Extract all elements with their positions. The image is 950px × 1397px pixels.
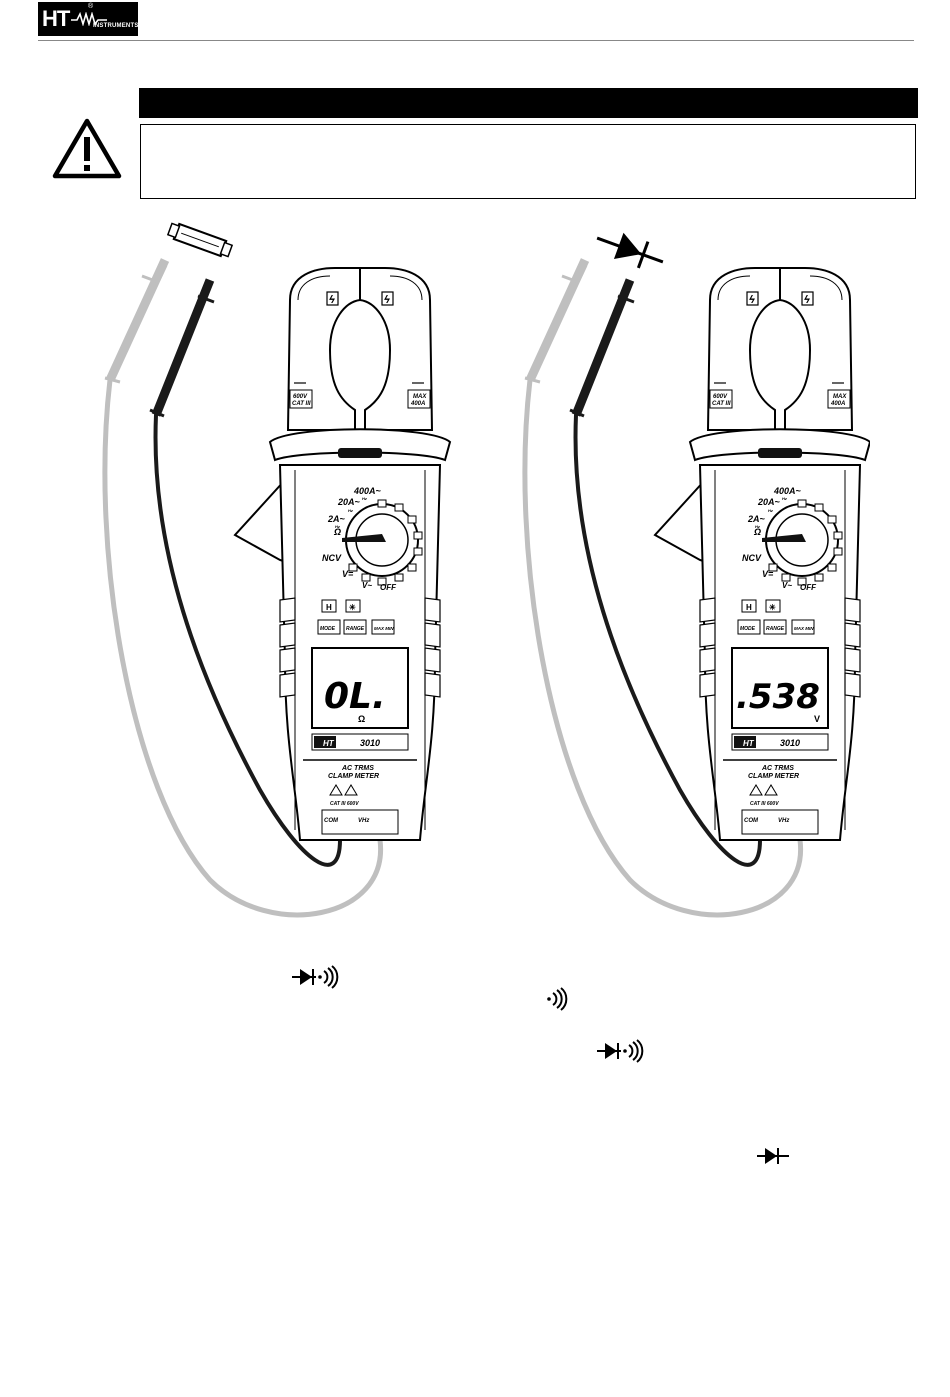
- left-hold-button[interactable]: H: [326, 603, 332, 612]
- right-dial-20a: 20A~: [757, 497, 781, 507]
- left-dial-ohm: Ω: [333, 527, 341, 537]
- diode-icon: [757, 1148, 789, 1164]
- clamp-meter-illustration: ϟ ϟ 600V CAT III MAX 400A 400A~ 20A~ 2A~…: [102, 222, 870, 918]
- right-cat-label-1: 600V: [713, 394, 728, 400]
- right-cat-rating: CAT III 600V: [750, 801, 779, 807]
- left-cat-rating: CAT III 600V: [330, 801, 359, 807]
- right-maxmin-button[interactable]: MAX MIN: [794, 626, 814, 631]
- right-max-label-1: MAX: [833, 394, 847, 400]
- left-maxmin-button[interactable]: MAX MIN: [374, 626, 394, 631]
- left-terminal-com: COM: [324, 818, 339, 824]
- left-dial-20a: 20A~: [337, 497, 361, 507]
- right-dial-hz-3: Hz: [755, 524, 760, 529]
- right-dial-off: OFF: [800, 583, 817, 592]
- left-dial-vac: V~: [362, 581, 372, 590]
- logo-text: HT: [42, 6, 70, 31]
- logo-registered: ®: [88, 3, 94, 10]
- left-cat-label-1: 600V: [293, 394, 308, 400]
- left-lcd-value: 0L.: [324, 676, 386, 717]
- right-title-2: CLAMP METER: [748, 773, 799, 780]
- warning-text-box: [140, 124, 916, 199]
- right-cat-label-2: CAT III: [712, 401, 731, 407]
- right-range-button[interactable]: RANGE: [766, 626, 785, 632]
- right-terminal-v: VHz: [778, 818, 789, 824]
- right-mode-button[interactable]: MODE: [740, 626, 756, 632]
- left-model: 3010: [360, 738, 380, 748]
- right-dial-hz-2: Hz: [768, 508, 773, 513]
- left-dial-hz-3: Hz: [335, 524, 340, 529]
- header-rule: [38, 40, 914, 41]
- right-terminal-com: COM: [744, 818, 759, 824]
- right-model: 3010: [780, 738, 800, 748]
- diode-continuity-icon: [292, 965, 339, 989]
- right-dial-vdc: V=: [762, 569, 774, 579]
- right-lcd-unit: V: [814, 714, 820, 724]
- left-dial-off: OFF: [380, 583, 397, 592]
- left-title-1: AC TRMS: [341, 765, 374, 772]
- left-dial-400a: 400A~: [353, 486, 382, 496]
- left-dial-hz-1: Hz: [362, 496, 367, 501]
- clamp-meter-right: [522, 232, 870, 918]
- left-brand: HT: [323, 739, 335, 748]
- left-jaw-mark-2: ϟ: [384, 294, 390, 306]
- left-backlight-button[interactable]: ✳: [349, 603, 356, 612]
- right-dial-hz-1: Hz: [782, 496, 787, 501]
- right-dial-vac: V~: [782, 581, 792, 590]
- right-jaw-mark-1: ϟ: [749, 294, 755, 306]
- diode-continuity-icon: [597, 1039, 644, 1063]
- right-title-1: AC TRMS: [761, 765, 794, 772]
- right-dial-2a: 2A~: [747, 514, 766, 524]
- right-dial-400a: 400A~: [773, 486, 802, 496]
- right-lcd-value: .538: [736, 677, 820, 717]
- right-backlight-button[interactable]: ✳: [769, 603, 776, 612]
- ht-logo: HT ® INSTRUMENTS: [38, 2, 138, 36]
- right-max-label-2: 400A: [830, 401, 845, 407]
- right-brand: HT: [743, 739, 755, 748]
- left-terminal-v: VHz: [358, 818, 369, 824]
- left-jaw-mark-1: ϟ: [329, 294, 335, 306]
- right-hold-button[interactable]: H: [746, 603, 752, 612]
- continuity-icon: [547, 987, 568, 1011]
- logo-subtext: INSTRUMENTS: [93, 23, 139, 29]
- left-dial-ncv: NCV: [322, 553, 342, 563]
- left-dial-hz-2: Hz: [348, 508, 353, 513]
- right-dial-ncv: NCV: [742, 553, 762, 563]
- warning-title-bar: [139, 88, 918, 118]
- right-jaw-mark-2: ϟ: [804, 294, 810, 306]
- right-dial-ohm: Ω: [753, 527, 761, 537]
- logo-wave-icon: [71, 12, 108, 26]
- left-lcd-unit: Ω: [358, 714, 365, 724]
- left-dial-2a: 2A~: [327, 514, 346, 524]
- clamp-meter-left: [102, 222, 451, 918]
- warning-triangle-icon: [52, 118, 122, 179]
- left-dial-vdc: V=: [342, 569, 354, 579]
- left-title-2: CLAMP METER: [328, 773, 379, 780]
- left-max-label-2: 400A: [410, 401, 425, 407]
- left-max-label-1: MAX: [413, 394, 427, 400]
- left-mode-button[interactable]: MODE: [320, 626, 336, 632]
- left-cat-label-2: CAT III: [292, 401, 311, 407]
- left-range-button[interactable]: RANGE: [346, 626, 365, 632]
